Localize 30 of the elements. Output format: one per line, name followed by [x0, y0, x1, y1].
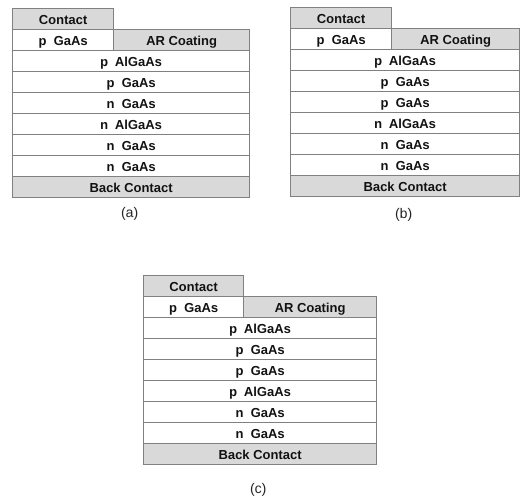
- semiconductor-layer: n GaAs: [143, 401, 377, 423]
- contact-pad: Contact: [12, 8, 114, 30]
- semiconductor-layer: n GaAs: [143, 422, 377, 444]
- semiconductor-layer: p GaAs: [290, 91, 520, 113]
- semiconductor-layer: p AlGaAs: [143, 317, 377, 339]
- semiconductor-layer: n AlGaAs: [290, 112, 520, 134]
- semiconductor-layer: n GaAs: [12, 134, 250, 156]
- back-contact-layer: Back Contact: [12, 176, 250, 198]
- coating-layer: AR Coating: [113, 29, 250, 51]
- panel-label: (a): [121, 204, 138, 220]
- semiconductor-layer: p GaAs: [12, 71, 250, 93]
- panel-label: (c): [250, 480, 266, 496]
- contact-pad: Contact: [290, 7, 392, 29]
- contact-pad: Contact: [143, 275, 244, 297]
- semiconductor-layer: p AlGaAs: [143, 380, 377, 402]
- back-contact-layer: Back Contact: [290, 175, 520, 197]
- back-contact-layer: Back Contact: [143, 443, 377, 465]
- semiconductor-layer: n AlGaAs: [12, 113, 250, 135]
- semiconductor-layer: p AlGaAs: [12, 50, 250, 72]
- semiconductor-layer: n GaAs: [12, 155, 250, 177]
- semiconductor-layer: p GaAs: [290, 70, 520, 92]
- semiconductor-layer: p AlGaAs: [290, 49, 520, 71]
- semiconductor-layer: n GaAs: [290, 133, 520, 155]
- coating-layer: AR Coating: [243, 296, 377, 318]
- semiconductor-layer: n GaAs: [290, 154, 520, 176]
- semiconductor-layer: p GaAs: [143, 338, 377, 360]
- semiconductor-layer: n GaAs: [12, 92, 250, 114]
- coating-layer: AR Coating: [391, 28, 520, 50]
- semiconductor-layer: p GaAs: [143, 359, 377, 381]
- panel-label: (b): [395, 205, 412, 221]
